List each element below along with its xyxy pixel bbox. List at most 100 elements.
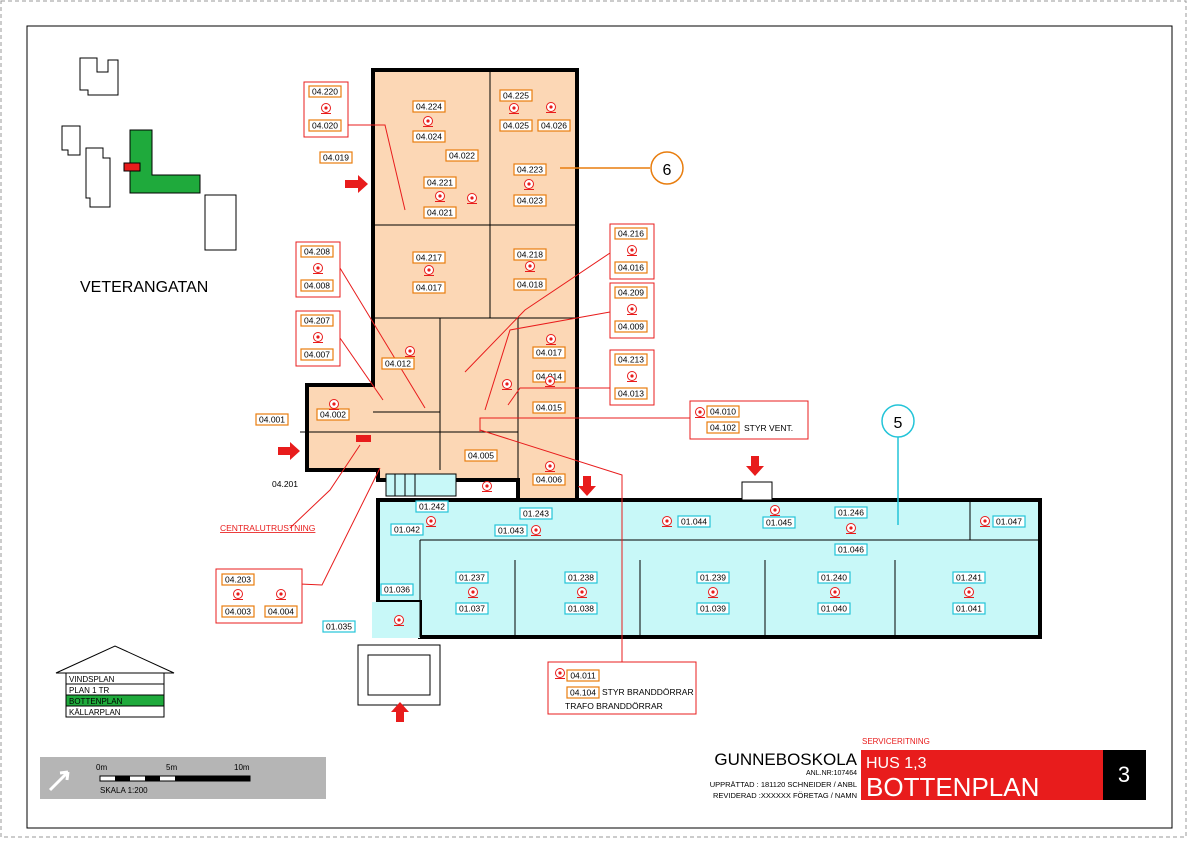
room-04-225-tag: 04.225 (503, 91, 529, 101)
callout-04-007-tag-box (300, 348, 334, 361)
smoke-detector-icon (662, 516, 672, 527)
room-01-039-tag-box (696, 602, 730, 615)
room-04-026-tag-box (537, 119, 571, 132)
smoke-detector-icon (313, 263, 323, 274)
smoke-detector-icon (482, 481, 492, 492)
smoke-detector-icon (545, 461, 555, 472)
smoke-detector-icon (509, 103, 519, 114)
room-04-217-tag: 04.217 (416, 253, 442, 263)
central-unit (356, 435, 371, 442)
callout-04-207-tag: 04.207 (304, 316, 330, 326)
callout-04-203-tag: 04.203 (225, 575, 251, 585)
callout-04-010-tag-box (706, 405, 740, 418)
scale-0: 0m (96, 763, 107, 772)
site-plan (61, 57, 237, 251)
room-04-025-tag: 04.025 (503, 121, 529, 131)
room-01-041-tag: 01.041 (956, 604, 982, 614)
room-01-043-tag: 01.043 (498, 526, 524, 536)
smoke-detector-icon (695, 407, 705, 418)
callout-04-208-tag: 04.208 (304, 247, 330, 257)
callout-04-207-tag-box (300, 314, 334, 327)
site-building-3 (85, 147, 111, 208)
room-04-015-tag: 04.015 (536, 403, 562, 413)
room-04-025-tag-box (499, 119, 533, 132)
room-04-022-tag: 04.022 (449, 151, 475, 161)
callout-04-011-tag: 04.011 (570, 671, 596, 681)
smoke-detector-icon (830, 587, 840, 598)
callout-04-008-tag-box (300, 279, 334, 292)
room-01-040-tag-box (817, 602, 851, 615)
callout-04-209-tag-box (614, 286, 648, 299)
smoke-detector-icon (329, 399, 339, 410)
callout-04-102-tag-box (706, 421, 740, 434)
room-01-037-tag: 01.037 (459, 604, 485, 614)
room-04-221-tag-box (423, 176, 457, 189)
callout-04-009-tag-box (614, 320, 648, 333)
firedoor-control-text: STYR BRANDDÖRRAR (602, 687, 694, 697)
smoke-detector-icon (276, 589, 286, 600)
room-01-039-tag: 01.039 (700, 604, 726, 614)
room-01-042-tag-box (390, 523, 424, 536)
callout-04-020-tag-box (308, 119, 342, 132)
callout-04-004-tag: 04.004 (268, 607, 294, 617)
callout-04-009-tag: 04.009 (618, 322, 644, 332)
smoke-detector-icon (321, 103, 331, 114)
smoke-detector-icon (313, 332, 323, 343)
room-04-015-tag-box (532, 401, 566, 414)
house-label: HUS 1,3 (866, 755, 927, 772)
scale-5: 5m (166, 763, 177, 772)
floor-plan-1-tr: PLAN 1 TR (69, 686, 110, 695)
floor-vindsplan: VINDSPLAN (69, 675, 115, 684)
room-01-242-tag-box (415, 500, 449, 513)
smoke-detector-icon (502, 379, 512, 390)
smoke-detector-icon (546, 334, 556, 345)
smoke-detector-icon (770, 505, 780, 516)
smoke-detector-icon (525, 261, 535, 272)
room-01-047-tag: 01.047 (996, 517, 1022, 527)
plan-title: BOTTENPLAN (866, 772, 1039, 802)
callout-04-016-tag-box (614, 261, 648, 274)
room-04-012-tag-box (381, 357, 415, 370)
callout-04-020-tag: 04.020 (312, 121, 338, 131)
room-04-026-tag: 04.026 (541, 121, 567, 131)
smoke-detector-icon (426, 516, 436, 527)
floor-bottenplan: BOTTENPLAN (69, 697, 123, 706)
smoke-detector-icon (627, 245, 637, 256)
callout-04-216-tag: 04.216 (618, 229, 644, 239)
callout-04-016-tag: 04.016 (618, 263, 644, 273)
smoke-detector-icon (435, 191, 445, 202)
room-04-018-tag-box (513, 278, 547, 291)
room-01-045-tag-box (762, 516, 796, 529)
room-04-021-tag-box (423, 206, 457, 219)
north-arrow-icon (48, 770, 70, 792)
room-01-238-tag: 01.238 (568, 573, 594, 583)
room-04-017-tag-box (532, 346, 566, 359)
room-04-017-tag: 04.017 (536, 348, 562, 358)
revised-info: REVIDERAD :XXXXXX FÖRETAG / NAMN (713, 791, 857, 800)
smoke-detector-icon (531, 525, 541, 536)
room-01-238-tag-box (564, 571, 598, 584)
room-04-001-tag: 04.001 (259, 415, 285, 425)
callout-04-104-tag-box (566, 686, 600, 699)
room-01-246-tag: 01.246 (838, 508, 864, 518)
room-01-040-tag: 01.040 (821, 604, 847, 614)
callout-04-013-tag-box (614, 387, 648, 400)
room-01-037-tag-box (455, 602, 489, 615)
callout-04-003-tag-box (221, 605, 255, 618)
callout-04-003-tag: 04.003 (225, 607, 251, 617)
site-current-building (129, 129, 201, 194)
site-building-4 (204, 194, 237, 251)
smoke-detector-icon (467, 193, 477, 204)
room-01-240-tag: 01.240 (821, 573, 847, 583)
room-01-042-tag: 01.042 (394, 525, 420, 535)
room-04-001-tag-box (255, 413, 289, 426)
room-01-243-tag-box (519, 507, 553, 520)
smoke-detector-icon (545, 376, 555, 387)
smoke-detector-icon (424, 265, 434, 276)
room-04-002-tag: 04.002 (320, 410, 346, 420)
room-01-046-tag-box (834, 543, 868, 556)
room-04-012-tag: 04.012 (385, 359, 411, 369)
smoke-detector-icon (555, 668, 565, 679)
